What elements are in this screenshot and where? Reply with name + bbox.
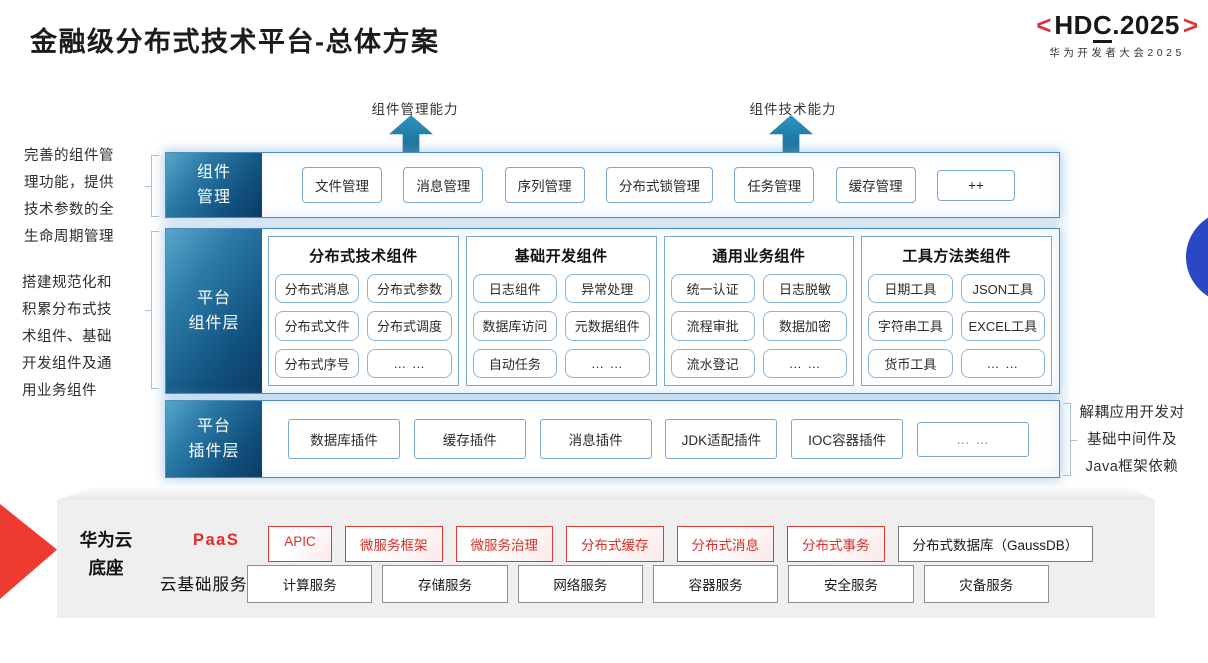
- layer-platform-plugins: 平台 插件层 数据库插件 缓存插件 消息插件 JDK适配插件 IOC容器插件 ……: [165, 400, 1060, 478]
- chip-distributed-message: 分布式消息: [275, 274, 360, 304]
- chip-unified-auth: 统一认证: [670, 274, 755, 304]
- group-basic-dev: 基础开发组件 日志组件 异常处理 数据库访问 元数据组件 自动任务 … …: [465, 236, 657, 386]
- chip-network-service: 网络服务: [517, 565, 643, 603]
- chip-message-plugin: 消息插件: [539, 419, 652, 459]
- chip-ellipsis: … …: [565, 348, 650, 378]
- logo-text-prefix: HD: [1054, 10, 1093, 40]
- logo-wordmark: < HDC.2025 >: [1036, 10, 1198, 43]
- group-grid: 分布式消息 分布式参数 分布式文件 分布式调度 分布式序号 … …: [275, 274, 452, 378]
- chip-ellipsis: … …: [762, 348, 848, 378]
- left-brace-row2: [145, 231, 159, 389]
- chip-storage-service: 存储服务: [382, 565, 508, 603]
- hdc-logo: < HDC.2025 > 华为开发者大会2025: [1036, 10, 1198, 60]
- cloud-services-label: 云基础服务: [160, 576, 248, 594]
- chip-date-tool: 日期工具: [868, 274, 953, 304]
- chip-distributed-scheduling: 分布式调度: [367, 311, 452, 341]
- chip-database-plugin: 数据库插件: [288, 419, 400, 459]
- layer-label-platform-plugins: 平台 插件层: [166, 401, 262, 477]
- paas-label: PaaS: [193, 531, 240, 549]
- group-distributed-tech: 分布式技术组件 分布式消息 分布式参数 分布式文件 分布式调度 分布式序号 … …: [268, 236, 459, 386]
- chip-container-service: 容器服务: [652, 565, 779, 603]
- layer-platform-components: 平台 组件层 分布式技术组件 分布式消息 分布式参数 分布式文件 分布式调度 分…: [165, 228, 1060, 394]
- group-title: 分布式技术组件: [309, 248, 418, 265]
- cloud-services: 计算服务 存储服务 网络服务 容器服务 安全服务 灾备服务: [247, 565, 1049, 603]
- blue-circle-decoration: [1186, 211, 1208, 303]
- foundation-label: 华为云 底座: [79, 530, 133, 578]
- note-component-management: 完善的组件管理功能，提供技术参数的全生命周期管理: [24, 148, 114, 245]
- component-groups: 分布式技术组件 分布式消息 分布式参数 分布式文件 分布式调度 分布式序号 … …: [268, 236, 1052, 386]
- chip-distributed-lock-management: 分布式锁管理: [605, 167, 713, 203]
- left-brace-row1: [145, 155, 159, 217]
- chip-jdk-adapter-plugin: JDK适配插件: [665, 419, 778, 459]
- group-grid: 统一认证 日志脱敏 流程审批 数据加密 流水登记 … …: [670, 274, 848, 378]
- logo-left-bracket: <: [1036, 10, 1052, 40]
- chip-distributed-parameter: 分布式参数: [367, 274, 452, 304]
- chip-ellipsis: … …: [367, 348, 452, 378]
- chip-database-access: 数据库访问: [472, 311, 558, 341]
- chip-cache-plugin: 缓存插件: [413, 419, 526, 459]
- chip-distributed-message-paas: 分布式消息: [676, 526, 774, 562]
- chip-distributed-transaction: 分布式事务: [787, 526, 885, 562]
- chip-sequence-management: 序列管理: [504, 167, 585, 203]
- chip-cache-management: 缓存管理: [835, 167, 916, 203]
- chip-apic: APIC: [268, 526, 332, 562]
- page-title: 金融级分布式技术平台-总体方案: [30, 27, 440, 57]
- group-grid: 日志组件 异常处理 数据库访问 元数据组件 自动任务 … …: [472, 274, 650, 378]
- group-title: 基础开发组件: [514, 248, 608, 265]
- layer-label-platform-components: 平台 组件层: [166, 229, 262, 393]
- chip-log-component: 日志组件: [472, 274, 558, 304]
- layer-component-management: 组件 管理 文件管理 消息管理 序列管理 分布式锁管理 任务管理 缓存管理 ++: [165, 152, 1060, 218]
- chip-json-tool: JSON工具: [960, 274, 1045, 304]
- capability-label-technical: 组件技术能力: [749, 102, 837, 117]
- chip-distributed-file: 分布式文件: [275, 311, 360, 341]
- chip-message-management: 消息管理: [403, 167, 484, 203]
- red-arrow-icon: [0, 504, 57, 599]
- chip-disaster-recovery-service: 灾备服务: [923, 565, 1049, 603]
- chip-process-approval: 流程审批: [670, 311, 755, 341]
- group-title: 通用业务组件: [712, 248, 806, 265]
- group-title: 工具方法类组件: [902, 248, 1011, 265]
- chip-ellipsis: … …: [916, 421, 1029, 457]
- group-common-business: 通用业务组件 统一认证 日志脱敏 流程审批 数据加密 流水登记 … …: [663, 236, 855, 386]
- logo-right-bracket: >: [1182, 10, 1198, 40]
- note-platform-components: 搭建规范化和积累分布式技术组件、基础开发组件及通用业务组件: [22, 275, 112, 399]
- layer-label-component-management: 组件 管理: [166, 153, 262, 217]
- group-grid: 日期工具 JSON工具 字符串工具 EXCEL工具 货币工具 … …: [868, 274, 1045, 378]
- up-arrow-icon: [769, 115, 813, 152]
- logo-text: HDC.2025: [1054, 10, 1180, 43]
- chip-ellipsis: … …: [960, 348, 1045, 378]
- chip-exception-handling: 异常处理: [565, 274, 650, 304]
- chip-log-masking: 日志脱敏: [762, 274, 848, 304]
- paas-services: APIC 微服务框架 微服务治理 分布式缓存 分布式消息 分布式事务 分布式数据…: [268, 526, 1094, 562]
- note-decouple-plugins: 解耦应用开发对基础中间件及Java框架依赖: [1079, 405, 1185, 475]
- chip-file-management: 文件管理: [302, 167, 382, 203]
- huawei-cloud-foundation: 华为云 底座 PaaS APIC 微服务框架 微服务治理 分布式缓存 分布式消息…: [57, 500, 1155, 618]
- chip-excel-tool: EXCEL工具: [960, 311, 1045, 341]
- chip-task-management: 任务管理: [734, 167, 815, 203]
- chip-plus-plus: ++: [936, 169, 1015, 201]
- chip-journal-registration: 流水登记: [670, 348, 755, 378]
- chip-gaussdb: 分布式数据库（GaussDB）: [897, 526, 1094, 562]
- chip-microservice-governance: 微服务治理: [455, 526, 553, 562]
- chip-distributed-cache: 分布式缓存: [566, 526, 664, 562]
- chip-microservice-framework: 微服务框架: [345, 526, 443, 562]
- chip-auto-task: 自动任务: [472, 348, 558, 378]
- chip-ioc-container-plugin: IOC容器插件: [791, 419, 904, 459]
- chip-compute-service: 计算服务: [247, 565, 373, 603]
- group-utility-tools: 工具方法类组件 日期工具 JSON工具 字符串工具 EXCEL工具 货币工具 ……: [861, 236, 1052, 386]
- chip-distributed-serial: 分布式序号: [275, 348, 360, 378]
- chip-data-encryption: 数据加密: [762, 311, 848, 341]
- up-arrow-icon: [389, 115, 433, 152]
- logo-text-underlined: C: [1092, 10, 1113, 43]
- chip-string-tool: 字符串工具: [868, 311, 953, 341]
- logo-text-suffix: .2025: [1112, 10, 1180, 40]
- plugin-items: 数据库插件 缓存插件 消息插件 JDK适配插件 IOC容器插件 … …: [266, 401, 1051, 477]
- chip-security-service: 安全服务: [788, 565, 914, 603]
- component-management-items: 文件管理 消息管理 序列管理 分布式锁管理 任务管理 缓存管理 ++: [266, 153, 1051, 217]
- capability-label-management: 组件管理能力: [371, 102, 459, 117]
- logo-subtitle: 华为开发者大会2025: [1049, 47, 1185, 59]
- chip-currency-tool: 货币工具: [868, 348, 953, 378]
- chip-metadata-component: 元数据组件: [565, 311, 650, 341]
- right-brace-plugins: [1063, 403, 1077, 476]
